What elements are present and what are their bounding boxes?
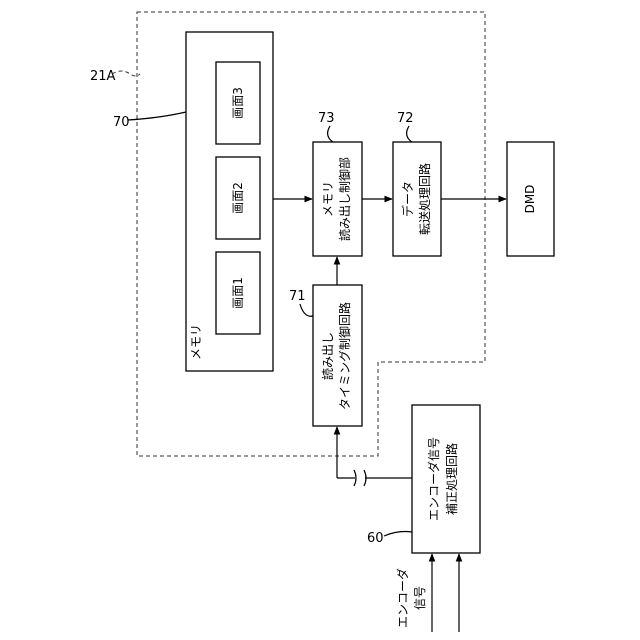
ref-72: 72 <box>397 111 414 126</box>
memory-label: メモリ <box>189 324 203 360</box>
timing-control-line-2: タイミング制御回路 <box>337 302 352 410</box>
readout-control-line-2: 読み出し制御部 <box>337 157 352 241</box>
timing-control-line-1: 読み出し <box>320 332 335 380</box>
screen-3-label: 画面3 <box>231 87 245 119</box>
leader-21a <box>112 71 140 76</box>
dmd-label: DMD <box>523 185 537 214</box>
readout-control-line-1: メモリ <box>321 181 335 217</box>
ref-73: 73 <box>318 111 335 126</box>
screen-1-label: 画面1 <box>231 277 245 309</box>
leader-73 <box>328 126 333 142</box>
screen-2-label: 画面2 <box>231 182 245 214</box>
encoder-input-line-1: エンコーダ <box>395 568 410 628</box>
data-transfer-line-1: データ <box>400 181 415 217</box>
ref-60: 60 <box>367 531 384 546</box>
leader-72 <box>407 126 412 142</box>
ref-70: 70 <box>113 115 130 130</box>
encoder-correction-line-1: エンコーダ信号 <box>426 437 441 521</box>
ref-21a: 21A <box>90 69 116 84</box>
leader-60 <box>384 532 412 537</box>
ref-71: 71 <box>289 289 306 304</box>
data-transfer-line-2: 転送処理回路 <box>417 163 432 235</box>
encoder-correction-line-2: 補正処理回路 <box>444 443 459 515</box>
leader-71 <box>300 304 313 316</box>
encoder-input-line-2: 信号 <box>413 586 427 610</box>
